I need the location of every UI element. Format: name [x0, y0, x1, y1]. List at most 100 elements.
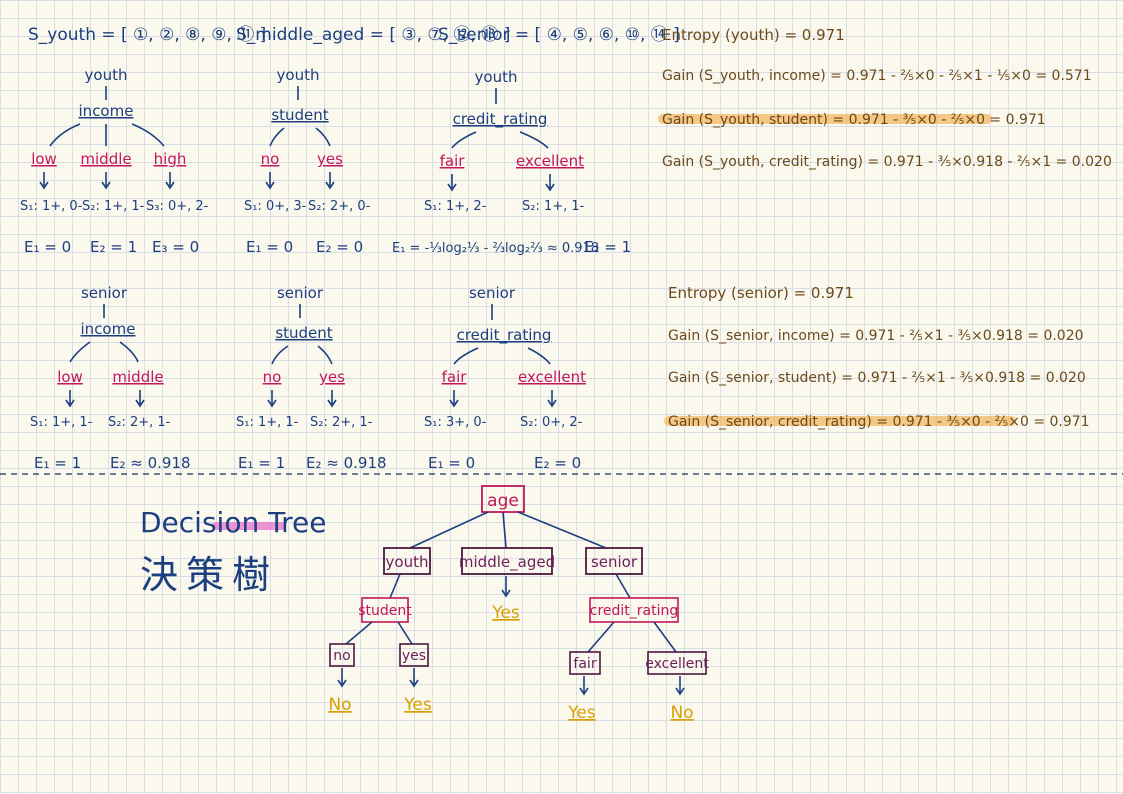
branch-label: yes [319, 368, 345, 386]
node-age: age [487, 491, 519, 511]
tree-attribute: income [79, 102, 134, 120]
set-middle-aged: S_middle_aged = [ ③, ⑦, ⑫, ⑬ ] [236, 25, 510, 45]
tree-youth-student: youth student no yes S₁: 0+, 3- S₂: 2+, … [244, 66, 371, 256]
branch-label: no [261, 150, 280, 168]
branch-label: fair [440, 152, 466, 170]
node-student: student [358, 603, 412, 619]
gain-senior-credit: Gain (S_senior, credit_rating) = 0.971 -… [668, 414, 1090, 430]
count-label: S₃: 0+, 2- [146, 199, 209, 214]
tree-senior-income: senior income low middle S₁: 1+, 1- S₂: … [30, 284, 191, 472]
count-label: S₁: 1+, 1- [236, 415, 299, 430]
tree-root: youth [277, 66, 320, 84]
branch-label: no [263, 368, 282, 386]
node-senior: senior [591, 553, 638, 571]
branch-fair: fair [573, 656, 596, 672]
node-box [399, 643, 429, 667]
tree-attribute: student [271, 106, 328, 124]
entropy-label: E₂ = 0 [316, 238, 363, 256]
gain-senior-student: Gain (S_senior, student) = 0.971 - ⅖×1 -… [668, 370, 1086, 386]
tree-attribute: credit_rating [457, 326, 552, 345]
branch-label: middle [112, 368, 163, 386]
leaf-fair-yes: Yes [567, 703, 596, 723]
entropy-label: E₁ = 1 [34, 454, 81, 472]
gain-youth-student: Gain (S_youth, student) = 0.971 - ⅗×0 - … [662, 112, 1046, 128]
node-box [383, 547, 431, 575]
leaf-excellent-no: No [670, 703, 693, 723]
entropy-label: E₁ = 0 [24, 238, 71, 256]
tree-attribute: credit_rating [453, 110, 548, 129]
gain-youth-income: Gain (S_youth, income) = 0.971 - ⅖×0 - ⅖… [662, 68, 1092, 84]
tree-attribute: income [81, 320, 136, 338]
leaf-yes: Yes [403, 695, 432, 715]
tree-root: senior [277, 284, 324, 302]
set-senior: S_senior = [ ④, ⑤, ⑥, ⑩, ⑭ ] [438, 25, 680, 45]
count-label: S₁: 0+, 3- [244, 199, 307, 214]
count-label: S₂: 2+, 1- [310, 415, 373, 430]
entropy-label: E₁ = 0 [246, 238, 293, 256]
count-label: S₂: 2+, 0- [308, 199, 371, 214]
count-label: S₁: 3+, 0- [424, 415, 487, 430]
youth-gain-block: Entropy (youth) = 0.971 Gain (S_youth, i… [658, 26, 1112, 170]
entropy-label: E₂ = 0 [534, 454, 581, 472]
title-chinese: 決策樹 [140, 553, 278, 597]
count-label: S₁: 1+, 1- [30, 415, 93, 430]
count-label: S₂: 1+, 1- [82, 199, 145, 214]
node-box [361, 597, 409, 623]
count-label: S₁: 1+, 0- [20, 199, 83, 214]
node-youth: youth [386, 553, 429, 571]
entropy-label: E₁ = 1 [238, 454, 285, 472]
highlight-mark [212, 522, 286, 530]
branch-label: yes [317, 150, 343, 168]
decision-tree-title: Decision Tree 決策樹 [140, 506, 326, 597]
tree-attribute: student [275, 324, 332, 342]
entropy-label: E₃ = 0 [152, 238, 199, 256]
entropy-label: E₁ = -⅓log₂⅓ - ⅔log₂⅔ ≈ 0.918 [392, 241, 599, 256]
tree-senior-credit: senior credit_rating fair excellent S₁: … [424, 284, 586, 472]
node-box [585, 547, 643, 575]
node-box [569, 651, 601, 675]
highlight-mark [664, 416, 1016, 426]
tree-youth-credit: youth credit_rating fair excellent S₁: 1… [392, 68, 631, 256]
senior-gain-block: Entropy (senior) = 0.971 Gain (S_senior,… [664, 284, 1090, 430]
node-middle-aged: middle_aged [459, 553, 555, 572]
entropy-label: E₂ = 1 [90, 238, 137, 256]
entropy-label: E₂ ≈ 0.918 [110, 454, 191, 472]
node-box [461, 547, 553, 575]
tree-senior-student: senior student no yes S₁: 1+, 1- S₂: 2+,… [236, 284, 387, 472]
count-label: S₂: 0+, 2- [520, 415, 583, 430]
count-label: S₁: 1+, 2- [424, 199, 487, 214]
branch-label: excellent [516, 152, 584, 170]
node-box [589, 597, 679, 623]
tree-root: youth [475, 68, 518, 86]
count-label: S₂: 2+, 1- [108, 415, 171, 430]
entropy-label: E₂ = 1 [584, 238, 631, 256]
branch-label: high [154, 150, 187, 168]
leaf-middle-yes: Yes [491, 603, 520, 623]
branch-label: low [57, 368, 83, 386]
node-credit-rating: credit_rating [590, 603, 679, 619]
node-box [647, 651, 707, 675]
senior-entropy: Entropy (senior) = 0.971 [668, 284, 854, 302]
branch-no: no [333, 648, 350, 664]
entropy-label: E₂ ≈ 0.918 [306, 454, 387, 472]
tree-youth-income: youth income low middle high S₁: 1+, 0- … [20, 66, 209, 256]
youth-entropy: Entropy (youth) = 0.971 [662, 26, 845, 44]
gain-senior-income: Gain (S_senior, income) = 0.971 - ⅖×1 - … [668, 328, 1084, 344]
tree-root: youth [85, 66, 128, 84]
highlight-mark [658, 114, 992, 124]
tree-root: senior [469, 284, 516, 302]
branch-label: middle [80, 150, 131, 168]
gain-youth-credit: Gain (S_youth, credit_rating) = 0.971 - … [662, 154, 1112, 170]
branch-excellent: excellent [645, 656, 709, 672]
set-youth: S_youth = [ ①, ②, ⑧, ⑨, ⑪ ] [28, 25, 266, 45]
branch-label: excellent [518, 368, 586, 386]
branch-yes: yes [402, 648, 426, 664]
node-box [329, 643, 355, 667]
leaf-no: No [328, 695, 351, 715]
tree-root: senior [81, 284, 128, 302]
final-decision-tree: age youth middle_aged senior student no … [328, 485, 709, 723]
branch-label: fair [442, 368, 468, 386]
count-label: S₂: 1+, 1- [522, 199, 585, 214]
entropy-label: E₁ = 0 [428, 454, 475, 472]
